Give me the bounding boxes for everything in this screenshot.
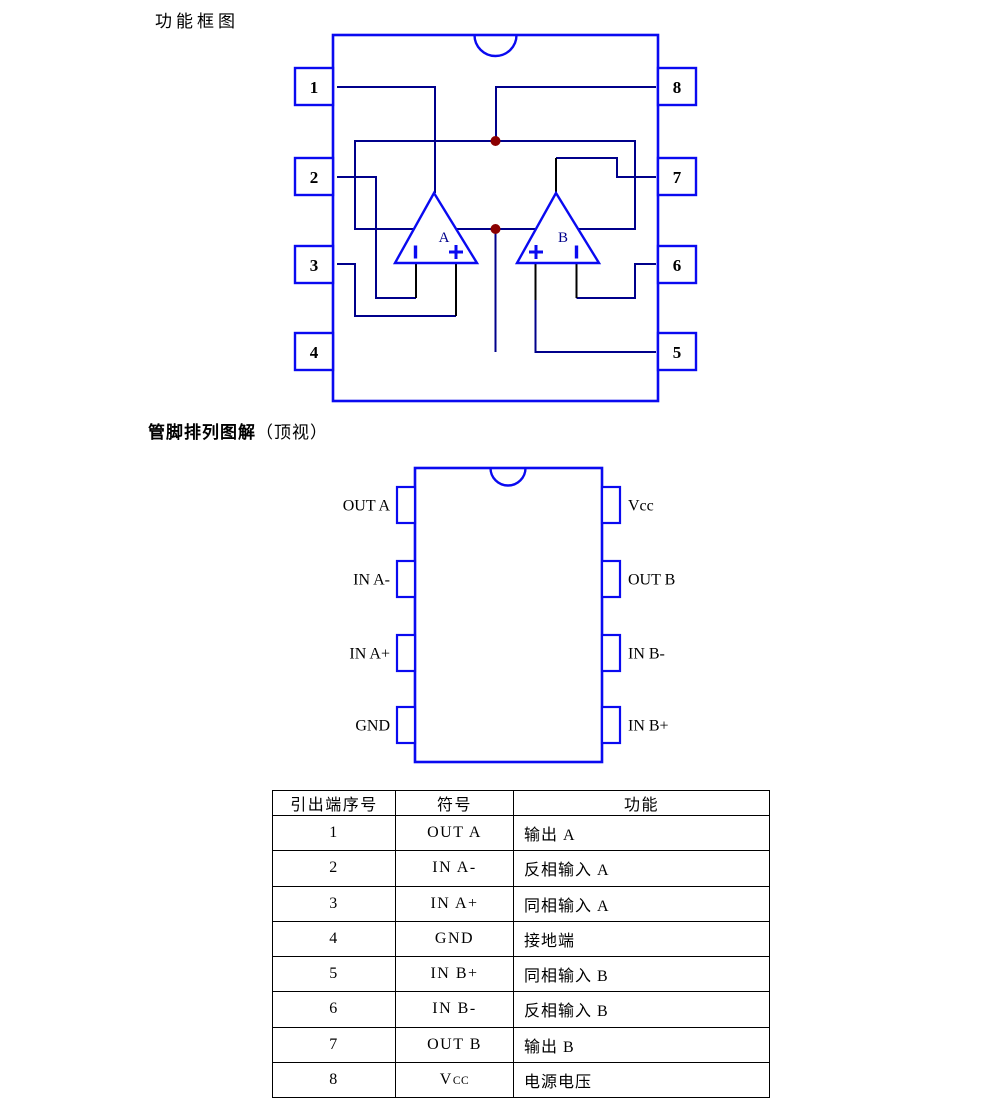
dip-pin-stub-right-2 bbox=[600, 559, 622, 599]
dip-pin-stub-left-4 bbox=[395, 705, 417, 745]
dip-pin-label-in-b-: IN B- bbox=[628, 646, 665, 663]
pin-number-4: 4 bbox=[310, 343, 319, 362]
ic-notch bbox=[473, 34, 518, 58]
pin-box-2 bbox=[293, 156, 335, 197]
dip-notch bbox=[489, 467, 527, 487]
table-header-1: 符号 bbox=[395, 790, 514, 816]
cell-pin-number: 2 bbox=[272, 850, 396, 887]
opamp-a-label: A bbox=[439, 230, 450, 246]
section-title-functional-block-diagram: 功能框图 bbox=[155, 12, 239, 31]
dip-pin-label-in-a-: IN A- bbox=[353, 572, 390, 589]
dip-pin-stub-left-1 bbox=[395, 485, 417, 525]
dip-pin-stub-right-1 bbox=[600, 485, 622, 525]
pin-number-7: 7 bbox=[673, 168, 682, 187]
wire-pin7-to-outB bbox=[556, 157, 656, 178]
pinout-title-topview: （顶视） bbox=[256, 423, 328, 442]
pin-number-8: 8 bbox=[673, 78, 682, 97]
cell-symbol: GND bbox=[395, 920, 514, 958]
dip-pin-label-out-b: OUT B bbox=[628, 572, 675, 589]
cell-pin-number: 8 bbox=[272, 1061, 396, 1099]
dip-pin-label-gnd: GND bbox=[355, 718, 390, 735]
junction-dot bbox=[490, 224, 501, 234]
table-header-2: 功能 bbox=[513, 790, 770, 816]
cell-symbol: IN B+ bbox=[395, 955, 514, 993]
cell-function: 输出 A bbox=[513, 814, 770, 852]
wire-vcc-rail bbox=[354, 140, 636, 230]
pin-box-7 bbox=[656, 156, 698, 197]
table-header-0: 引出端序号 bbox=[272, 790, 396, 816]
pin-number-2: 2 bbox=[310, 168, 319, 187]
wire-pin1-to-outA bbox=[337, 86, 436, 193]
cell-pin-number: 1 bbox=[272, 814, 396, 852]
table-header-row: 引出端序号符号功能 bbox=[272, 790, 770, 816]
cell-pin-number: 3 bbox=[272, 885, 396, 922]
cell-pin-number: 5 bbox=[272, 955, 396, 993]
pin-box-1 bbox=[293, 66, 335, 107]
wire-pin5-to-inB+ bbox=[534, 300, 656, 353]
cell-function: 同相输入 A bbox=[513, 885, 770, 922]
pinout-diagram: OUT A Vcc IN A- OUT B IN A+ IN B- GND IN B+ bbox=[343, 466, 675, 764]
dip-body bbox=[413, 466, 604, 764]
dip-pin-label-in-b-: IN B+ bbox=[628, 718, 669, 735]
dip-pin-stub-right-4 bbox=[600, 705, 622, 745]
cell-symbol: IN B- bbox=[395, 991, 514, 1028]
cell-function: 输出 B bbox=[513, 1026, 770, 1063]
cell-function: 反相输入 A bbox=[513, 850, 770, 887]
junction-dot bbox=[490, 136, 501, 146]
pin-number-5: 5 bbox=[673, 343, 682, 362]
dip-pin-stub-left-2 bbox=[395, 559, 417, 599]
symbol-smallcaps-suffix: CC bbox=[452, 1074, 470, 1087]
section-title-pinout-diagram: 管脚排列图解（顶视） bbox=[148, 423, 328, 443]
cell-function: 反相输入 B bbox=[513, 991, 770, 1028]
cell-function: 接地端 bbox=[513, 920, 770, 958]
cell-symbol: IN A+ bbox=[395, 885, 514, 922]
dip-pin-label-in-a-: IN A+ bbox=[349, 646, 390, 663]
pin-number-1: 1 bbox=[310, 78, 319, 97]
cell-pin-number: 7 bbox=[272, 1026, 396, 1063]
wire-pin3-to-inA+ bbox=[337, 263, 456, 317]
opamp-b-label: B bbox=[558, 230, 568, 246]
pin-box-3 bbox=[293, 244, 335, 285]
pin-box-5 bbox=[656, 331, 698, 372]
pin-number-6: 6 bbox=[673, 256, 682, 275]
dip-pin-label-vcc: Vcc bbox=[628, 498, 654, 515]
cell-symbol: OUT A bbox=[395, 814, 514, 852]
cell-symbol: IN A- bbox=[395, 850, 514, 887]
pin-number-3: 3 bbox=[310, 256, 319, 275]
cell-symbol: OUT B bbox=[395, 1026, 514, 1063]
pin-box-4 bbox=[293, 331, 335, 372]
cell-symbol: VCC bbox=[395, 1061, 514, 1099]
cell-function: 同相输入 B bbox=[513, 955, 770, 993]
cell-pin-number: 4 bbox=[272, 920, 396, 958]
pin-box-8 bbox=[656, 66, 698, 107]
cell-function: 电源电压 bbox=[513, 1061, 770, 1099]
dip-pin-stub-right-3 bbox=[600, 633, 622, 673]
functional-block-diagram: A B 1 8 2 7 3 6 4 5 bbox=[293, 33, 698, 403]
pin-box-6 bbox=[656, 244, 698, 285]
pinout-title-bold: 管脚排列图解 bbox=[148, 423, 256, 442]
ic-outline bbox=[331, 33, 660, 403]
cell-pin-number: 6 bbox=[272, 991, 396, 1028]
wire-pin6-to-inB- bbox=[576, 263, 656, 299]
dip-pin-stub-left-3 bbox=[395, 633, 417, 673]
wire-pin2-to-inA- bbox=[337, 176, 416, 299]
wire-pin8-to-vcc-node bbox=[495, 86, 656, 141]
dip-pin-label-out-a: OUT A bbox=[343, 498, 391, 515]
